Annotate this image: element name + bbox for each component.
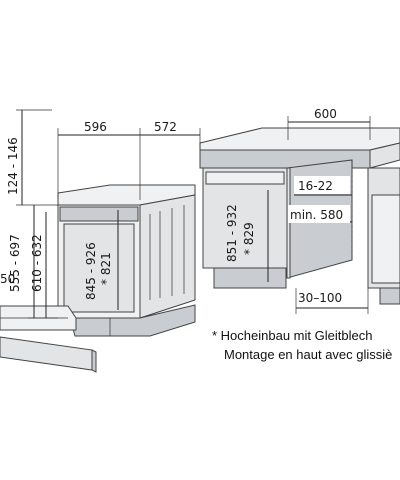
dim-plinth-offset: 30–100 <box>298 291 342 305</box>
dim-oven-interior-height: 845 - 926 <box>84 242 98 300</box>
dim-niche-height: 610 - 632 <box>30 234 44 292</box>
dim-oven-width: 596 <box>84 120 107 134</box>
dimension-lines <box>16 109 371 319</box>
dim-cabinet-min: * 829 <box>242 222 256 255</box>
oven-unit <box>57 184 196 337</box>
dim-niche-min-depth: min. 580 <box>290 208 343 222</box>
dim-niche-gap: 16-22 <box>298 179 333 193</box>
dim-cabinet-height: 851 - 932 <box>225 204 239 262</box>
dim-left-partial: 50 <box>0 272 15 286</box>
glide-sheet <box>0 336 97 373</box>
dim-cabinet-width: 600 <box>314 107 337 121</box>
note-line-2: Montage en haut avec glissiè <box>224 347 392 362</box>
dim-oven-depth: 572 <box>154 120 177 134</box>
dim-oven-interior-min: * 821 <box>99 252 113 285</box>
note-line-1: * Hocheinbau mit Gleitblech <box>212 328 372 343</box>
dim-oven-height: 555 - 697 <box>8 234 22 292</box>
dim-top-gap: 124 - 146 <box>6 137 20 195</box>
